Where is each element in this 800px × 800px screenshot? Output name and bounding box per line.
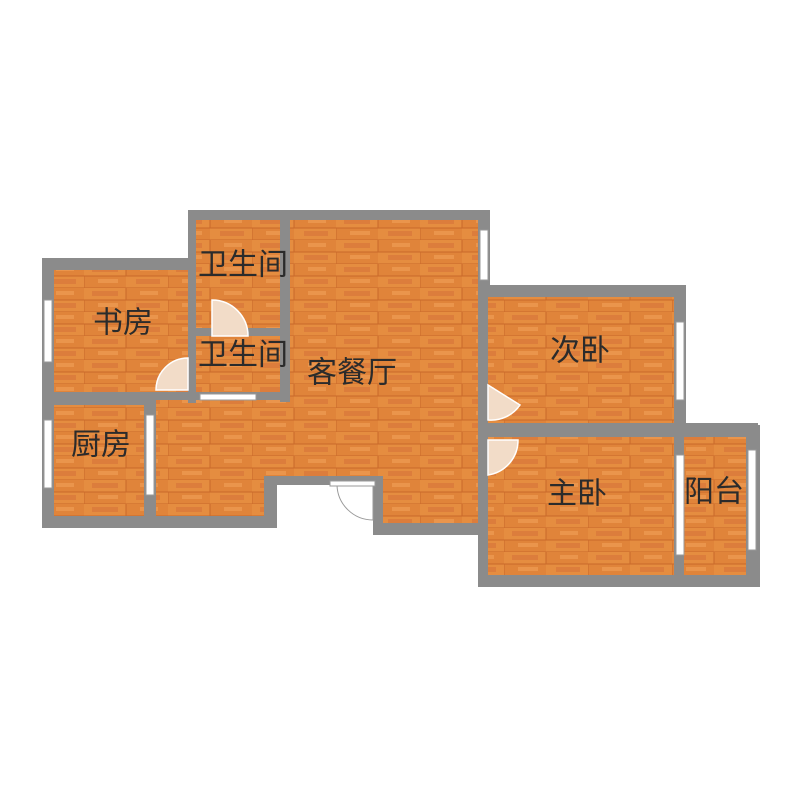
- room-labels: 书房 卫生间 卫生间 客餐厅 次卧 主卧 厨房 阳台: [71, 248, 744, 512]
- door-master-bedroom: [487, 439, 519, 476]
- floor-master-bedroom: [488, 437, 674, 575]
- label-study: 书房: [93, 306, 153, 341]
- door-bathroom-upper: [211, 299, 249, 337]
- door-entrance-swing: [336, 484, 374, 521]
- wall-living-bedrooms: [478, 285, 488, 585]
- floor-living-upper: [290, 220, 478, 400]
- doors: [155, 299, 522, 476]
- door-entrance-leaf: [329, 480, 376, 487]
- label-living-dining: 客餐厅: [307, 356, 397, 391]
- window-bath-lower: [199, 393, 257, 401]
- floor-living-left-lower: [156, 470, 264, 516]
- windows: [43, 229, 757, 556]
- window-living: [479, 229, 489, 281]
- floor-balcony: [684, 437, 746, 575]
- floor-bathroom-lower: [196, 336, 280, 392]
- label-second-bedroom: 次卧: [550, 334, 610, 369]
- entrance-door: [329, 480, 376, 521]
- wall-bath-living: [280, 212, 290, 402]
- label-bathroom-upper: 卫生间: [198, 248, 288, 283]
- window-study: [43, 299, 53, 363]
- window-kitchen-inner: [145, 414, 155, 496]
- window-balcony: [747, 449, 757, 551]
- door-study: [155, 357, 189, 391]
- floor-bathroom-upper: [196, 220, 280, 328]
- floor-living-right-lower: [383, 470, 478, 523]
- wall-study-bath: [188, 258, 196, 403]
- door-second-bedroom: [487, 383, 522, 421]
- floors: [54, 220, 746, 575]
- window-second-bedroom: [675, 321, 685, 401]
- wall-bedroom-divider: [488, 423, 758, 437]
- label-balcony: 阳台: [684, 475, 744, 510]
- floor-kitchen: [54, 405, 144, 516]
- floor-second-bedroom: [488, 297, 674, 423]
- window-kitchen: [43, 419, 53, 489]
- label-master-bedroom: 主卧: [547, 477, 607, 512]
- window-master-balcony: [675, 454, 685, 556]
- label-bathroom-lower: 卫生间: [198, 338, 288, 373]
- floor-living-middle: [156, 400, 478, 476]
- label-kitchen: 厨房: [71, 428, 131, 463]
